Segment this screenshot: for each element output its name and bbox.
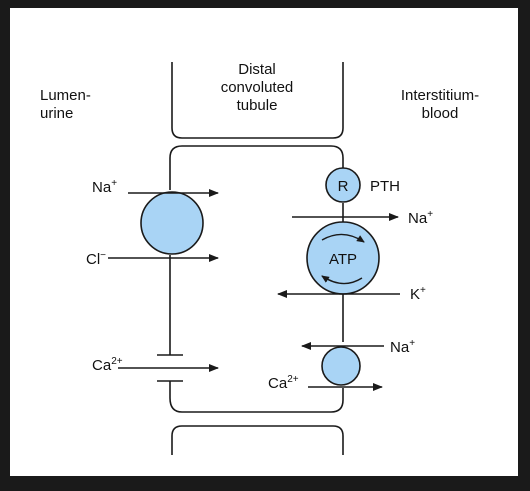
ca-apical-label: Ca2+ — [92, 356, 123, 374]
cl-apical-label: Cl− — [86, 250, 106, 268]
na-apical-label-sup: + — [111, 178, 117, 189]
cl-apical-label-sup: − — [100, 250, 106, 261]
na-out-label: Na+ — [408, 209, 433, 227]
ca-baso-label-text: Ca — [268, 375, 288, 392]
ca-apical-label-text: Ca — [92, 357, 112, 374]
na-ca-exchanger — [321, 346, 361, 386]
ca-baso-label-sup: 2+ — [287, 374, 299, 385]
lumen-header-line2: urine — [40, 105, 73, 122]
atpase-cycle-arrow-bottom — [321, 275, 363, 285]
na-in-label-text: Na — [390, 339, 410, 356]
k-label: K+ — [410, 285, 426, 303]
k-label-sup: + — [420, 285, 426, 296]
receptor-label: R — [338, 178, 349, 195]
upper-cell-outline — [171, 62, 344, 139]
na-in-label-sup: + — [409, 338, 415, 349]
paper-background — [10, 8, 518, 476]
interstitium-header-line2: blood — [422, 105, 459, 122]
k-label-text: K — [410, 286, 420, 303]
ca-baso-label: Ca2+ — [268, 374, 299, 392]
ca-apical-label-sup: 2+ — [111, 356, 123, 367]
nacl-cotransporter — [140, 191, 204, 255]
na-out-label-sup: + — [427, 209, 433, 220]
lower-cell-outline — [171, 425, 344, 455]
tubule-header-line1: Distal — [238, 61, 276, 78]
main-cell-outline-top — [169, 145, 344, 190]
atpase-cycle-arrow-top — [321, 233, 365, 243]
na-out-label-text: Na — [408, 210, 428, 227]
tubule-header-line3: tubule — [237, 97, 278, 114]
na-apical-label-text: Na — [92, 179, 112, 196]
cl-apical-label-text: Cl — [86, 251, 100, 268]
pth-label: PTH — [370, 178, 400, 195]
na-in-label: Na+ — [390, 338, 415, 356]
lumen-header-line1: Lumen- — [40, 87, 91, 104]
tubule-header-line2: convoluted — [221, 79, 294, 96]
interstitium-header-line1: Interstitium- — [401, 87, 479, 104]
atp-label: ATP — [329, 251, 357, 268]
main-cell-outline-bottom — [169, 388, 344, 413]
pth-receptor — [325, 167, 361, 203]
na-apical-label: Na+ — [92, 178, 117, 196]
